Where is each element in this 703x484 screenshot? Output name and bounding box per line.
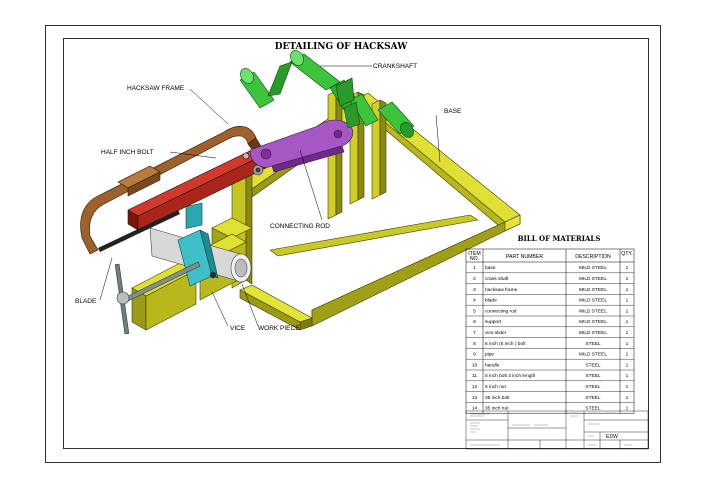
bom-cell-part-number: 6 inch (5 inch ) bolt [485, 341, 526, 347]
bom-cell-description: MILD STEEL [579, 265, 607, 271]
bom-cell-description: STEEL [585, 395, 601, 401]
bom-cell-item: 12 [472, 384, 478, 390]
bom-cell-qty: 1 [626, 265, 629, 271]
bom-cell-item: 1 [473, 265, 476, 271]
bom-cell-description: MILD STEEL [579, 276, 607, 282]
label-crankshaft: CRANKSHAFT [373, 63, 417, 70]
bom-cell-item: 11 [472, 373, 477, 379]
bom-cell-part-number: base [485, 265, 496, 271]
inner-border [63, 38, 649, 449]
bom-cell-qty: 1 [626, 287, 629, 293]
bom-cell-qty: 1 [626, 373, 629, 379]
bom-cell-description: MILD STEEL [579, 319, 607, 325]
outer-border [45, 25, 661, 463]
bom-cell-qty: 1 [626, 298, 629, 304]
bom-cell-qty: 1 [626, 406, 629, 412]
bom-cell-item: 13 [472, 395, 478, 401]
bom-cell-part-number: vice slider [485, 330, 507, 336]
label-vice: VICE [230, 325, 246, 332]
crankshaft [239, 50, 415, 138]
drawing-title: DETAILING OF HACKSAW [275, 42, 409, 52]
bom-header-part-number: PART NUMBER [506, 254, 543, 260]
bom-cell-qty: 1 [626, 308, 629, 314]
title-block-size: EDW [606, 434, 618, 440]
hacksaw-frame [80, 126, 267, 255]
bom-cell-description: STEEL [585, 373, 601, 379]
bom-cell-part-number: handle [485, 362, 500, 368]
title-block-fine-lines [470, 412, 632, 446]
bom-cell-description: MILD STEEL [579, 352, 607, 358]
vice [114, 202, 219, 335]
bom-cell-qty: 1 [626, 362, 629, 368]
bom-cell-description: MILD STEEL [579, 330, 607, 336]
title-block [465, 410, 649, 450]
bom-cell-item: 5 [473, 308, 476, 314]
label-base: BASE [444, 108, 462, 115]
bom-cell-qty: 1 [626, 330, 629, 336]
bom-cell-part-number: pipe [485, 352, 494, 358]
bom-cell-qty: 1 [626, 341, 629, 347]
bom-cell-part-number: hacksaw frame [485, 287, 518, 293]
bom-header-qty: QTY. [621, 251, 632, 257]
bom-cell-item: 7 [473, 330, 476, 336]
bom-cell-description: STEEL [585, 362, 601, 368]
bom-cell-item: 10 [472, 362, 478, 368]
bom-cell-part-number: 5 inch bolt 3 inch length [485, 373, 536, 379]
blade [98, 210, 180, 252]
label-blade: BLADE [75, 298, 97, 305]
bom-cell-qty: 1 [626, 384, 629, 390]
bom-cell-item: 9 [473, 352, 476, 358]
bom-cell-qty: 1 [626, 276, 629, 282]
bom-cell-part-number: 5 inch nut [485, 384, 506, 390]
bom-cell-item: 6 [473, 319, 476, 325]
bom-cell-item: 8 [473, 341, 476, 347]
bom-border [465, 248, 635, 414]
leader-lines [99, 65, 441, 327]
bom-cell-item: 4 [473, 298, 476, 304]
bom-cell-part-number: connecting rod [485, 308, 517, 314]
bom-cell-description: MILD STEEL [579, 308, 607, 314]
bom-header-description: DESCRIPTION [575, 254, 611, 260]
bom-header-item-no: NO. [470, 256, 479, 262]
bom-cell-part-number: 35 inch bolt [485, 395, 510, 401]
bom-cell-description: MILD STEEL [579, 298, 607, 304]
bom-cell-part-number: crank shaft [485, 276, 509, 282]
bom-cell-qty: 1 [626, 352, 629, 358]
bom-cell-part-number: blade [485, 298, 497, 304]
bom-title: BILL OF MATERIALS [518, 234, 601, 243]
bom-cell-description: STEEL [585, 384, 601, 390]
bom-cell-qty: 1 [626, 395, 629, 401]
bom-cell-item: 3 [473, 287, 476, 293]
bom-cell-part-number: support [485, 319, 502, 325]
bom-cell-description: MILD STEEL [579, 287, 607, 293]
bom-cell-qty: 1 [626, 319, 629, 325]
bom-cell-description: STEEL [585, 341, 601, 347]
bom-cell-item: 2 [473, 276, 476, 282]
bom-cell-part-number: 35 inch nut [485, 406, 509, 412]
bom-header-item: ITEM [468, 251, 480, 257]
label-work-piece: WORK PIECE [258, 325, 300, 332]
label-connecting-rod: CONNECTING ROD [270, 223, 330, 230]
bom-cell-description: STEEL [585, 406, 601, 412]
connecting-rod [249, 119, 354, 173]
bom-cell-item: 14 [472, 406, 478, 412]
label-half-inch-bolt: HALF INCH BOLT [101, 149, 154, 156]
label-hacksaw-frame: HACKSAW FRAME [127, 85, 185, 92]
